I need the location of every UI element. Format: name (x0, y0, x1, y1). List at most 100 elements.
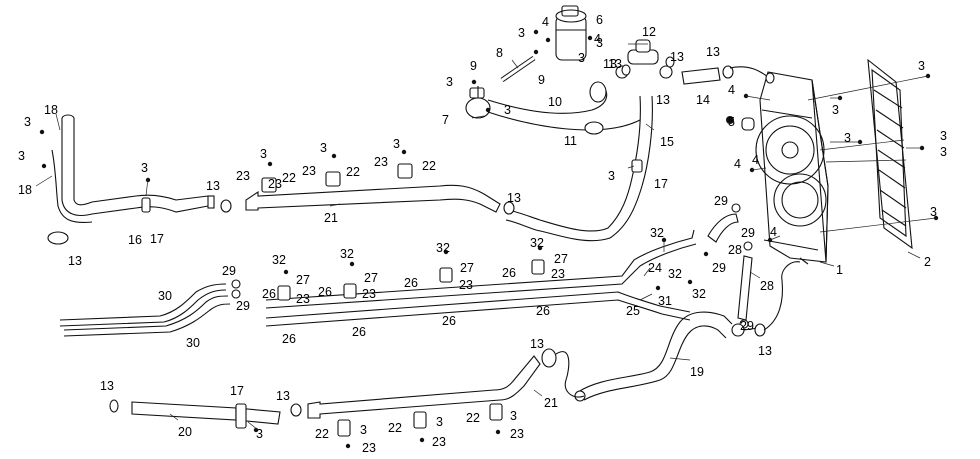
thermostat-housing (465, 86, 491, 119)
callout-21: 21 (544, 396, 558, 410)
callout-13: 13 (758, 344, 772, 358)
connecting-rod (500, 55, 536, 83)
callout-3: 3 (360, 423, 367, 437)
callout-23: 23 (551, 267, 565, 281)
callout-3: 3 (940, 145, 947, 159)
callout-24: 24 (648, 261, 662, 275)
callout-16: 16 (128, 233, 142, 247)
callout-13: 13 (68, 254, 82, 268)
callout-17: 17 (654, 177, 668, 191)
callout-26: 26 (404, 276, 418, 290)
callout-32: 32 (272, 253, 286, 267)
parallel-pipes (265, 229, 697, 327)
callout-32: 32 (692, 287, 706, 301)
callout-3: 3 (608, 169, 615, 183)
callout-29: 29 (741, 226, 755, 240)
callout-13: 13 (670, 50, 684, 64)
radiator-assembly (755, 71, 829, 265)
callout-23: 23 (296, 292, 310, 306)
callout-21: 21 (324, 211, 338, 225)
callout-13: 13 (100, 379, 114, 393)
callout-27: 27 (554, 252, 568, 266)
callout-23: 23 (362, 441, 376, 455)
callout-4: 4 (734, 157, 741, 171)
callout-19: 19 (690, 365, 704, 379)
callout-13: 13 (656, 93, 670, 107)
callout-26: 26 (262, 287, 276, 301)
callout-3: 3 (518, 26, 525, 40)
callout-3: 3 (510, 409, 517, 423)
callout-23: 23 (268, 177, 282, 191)
callout-32: 32 (650, 226, 664, 240)
callout-3: 3 (918, 59, 925, 73)
callout-26: 26 (536, 304, 550, 318)
callout-32: 32 (530, 236, 544, 250)
callout-3: 3 (596, 36, 603, 50)
callout-4: 4 (728, 83, 735, 97)
callout-4: 4 (752, 153, 759, 167)
callout-23: 23 (432, 435, 446, 449)
callout-29: 29 (236, 299, 250, 313)
callout-9: 9 (470, 59, 477, 73)
brackets (141, 117, 755, 437)
callout-32: 32 (340, 247, 354, 261)
callout-29: 29 (712, 261, 726, 275)
hose-16-assembly (47, 114, 232, 245)
hose-15-inner (505, 95, 653, 242)
callout-13: 13 (530, 337, 544, 351)
callout-3: 3 (940, 129, 947, 143)
callout-13: 13 (206, 179, 220, 193)
callout-labels: 1 2 3 3 3 3 3 3 3 3 3 3 3 3 3 3 3 3 3 3 … (18, 13, 947, 455)
callout-22: 22 (282, 171, 296, 185)
hose-14-clamp (722, 65, 734, 79)
callout-14: 14 (696, 93, 710, 107)
callout-22: 22 (346, 165, 360, 179)
lower-coolant-pipe (290, 348, 585, 419)
condenser-assembly (867, 58, 913, 250)
callout-11: 11 (564, 134, 577, 148)
callout-3: 3 (24, 115, 31, 129)
callout-3: 3 (832, 103, 839, 117)
callout-28: 28 (728, 243, 742, 257)
callout-23: 23 (302, 164, 316, 178)
fasteners (39, 29, 939, 449)
callout-3: 3 (260, 147, 267, 161)
hose-28 (707, 203, 753, 329)
callout-26: 26 (282, 332, 296, 346)
callout-2: 2 (924, 255, 931, 269)
callout-8: 8 (496, 46, 503, 60)
hose-14 (681, 67, 721, 85)
hose-20 (109, 399, 281, 425)
callout-22: 22 (422, 159, 436, 173)
callout-17: 17 (150, 232, 164, 246)
callout-3: 3 (844, 131, 851, 145)
callout-30: 30 (186, 336, 200, 350)
callout-3: 3 (320, 141, 327, 155)
callout-28: 28 (760, 279, 774, 293)
callout-3: 3 (578, 51, 585, 65)
callout-13: 13 (603, 57, 617, 71)
callout-29: 29 (222, 264, 236, 278)
callout-17: 17 (230, 384, 244, 398)
callout-3: 3 (930, 205, 937, 219)
callout-3: 3 (504, 103, 511, 117)
bypass-hose (487, 81, 641, 135)
callout-26: 26 (352, 325, 366, 339)
callout-18: 18 (44, 103, 58, 117)
callout-22: 22 (466, 411, 480, 425)
upper-coolant-pipe (245, 184, 515, 215)
callout-26: 26 (502, 266, 516, 280)
callout-23: 23 (374, 155, 388, 169)
callout-23: 23 (510, 427, 524, 441)
callout-25: 25 (626, 304, 640, 318)
callout-9: 9 (538, 73, 545, 87)
callout-31: 31 (658, 294, 672, 308)
callout-18: 18 (18, 183, 32, 197)
callout-3: 3 (18, 149, 25, 163)
callout-23: 23 (459, 278, 473, 292)
callout-10: 10 (548, 95, 562, 109)
callout-27: 27 (364, 271, 378, 285)
electric-water-pump (555, 5, 587, 61)
callout-23: 23 (236, 169, 250, 183)
